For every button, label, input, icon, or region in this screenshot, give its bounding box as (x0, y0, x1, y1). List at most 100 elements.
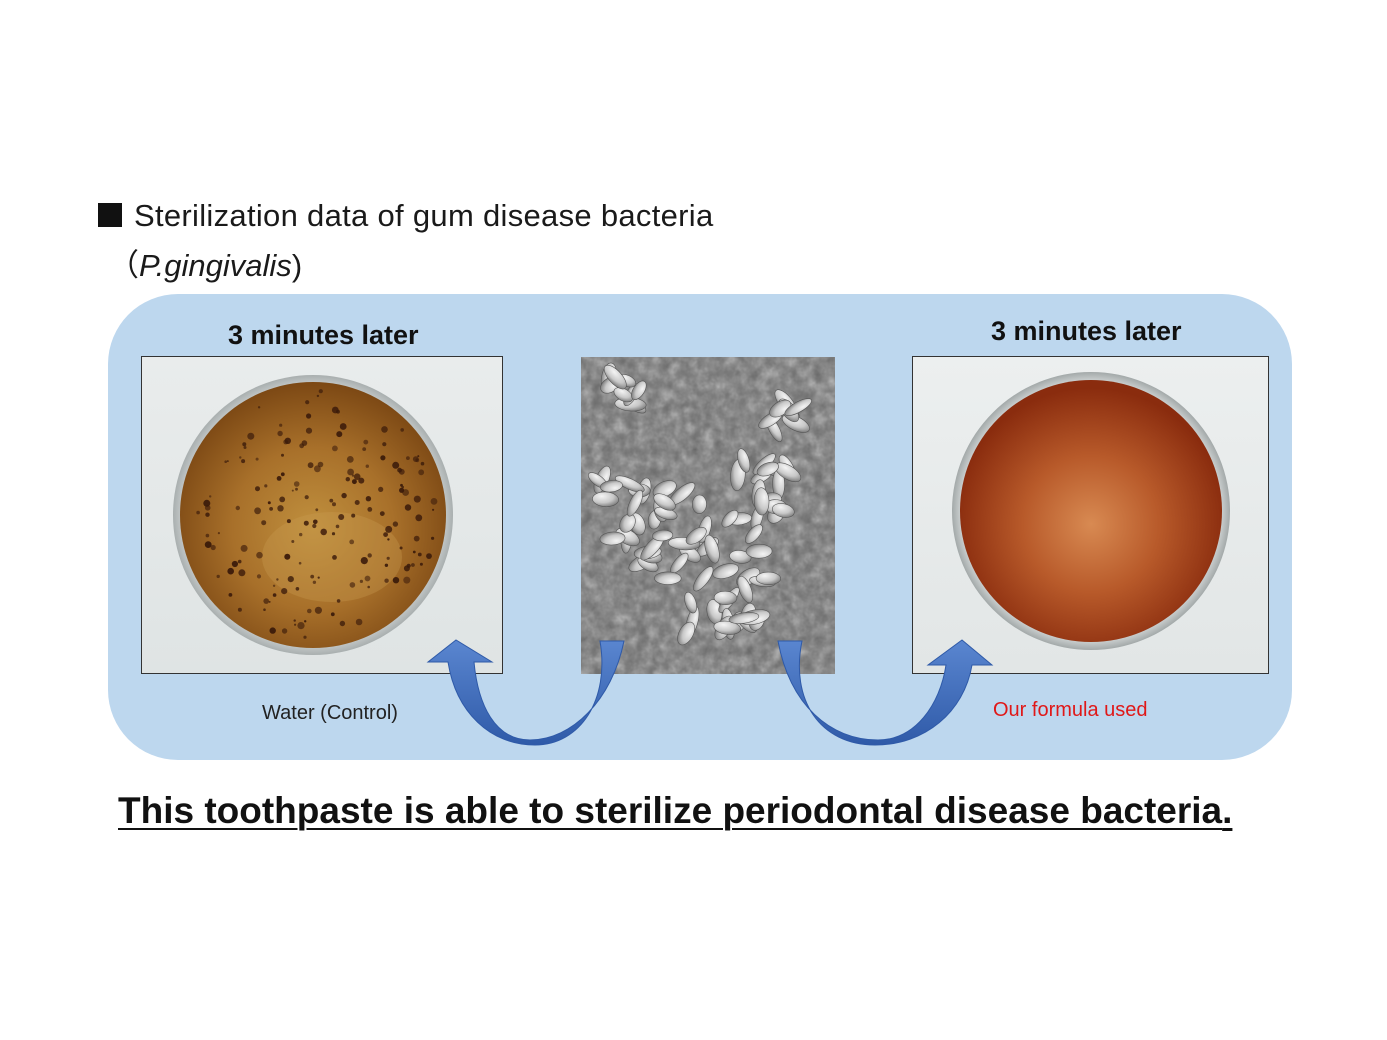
colony-dot (318, 389, 323, 394)
colony-dot (256, 574, 262, 579)
colony-dot (332, 445, 338, 452)
formula-dish-image (952, 372, 1230, 650)
colony-dot (261, 520, 267, 526)
colony-dot (240, 544, 248, 552)
colony-dot (402, 489, 409, 496)
page-heading: Sterilization data of gum disease bacter… (98, 200, 714, 231)
colony-dot (316, 394, 320, 398)
colony-dot (352, 479, 357, 485)
colony-dot (392, 521, 399, 527)
black-square-icon (98, 203, 122, 227)
colony-dot (339, 423, 347, 430)
colony-dot (312, 523, 317, 529)
bacterium-cell (737, 575, 753, 604)
bacterium-cell (693, 566, 714, 592)
bacterium-cell (652, 480, 677, 498)
colony-dot (413, 495, 421, 503)
colony-dot (276, 578, 279, 581)
colony-dot (226, 460, 229, 463)
colony-dot (276, 476, 282, 481)
colony-dot (272, 584, 276, 587)
colony-dot (293, 619, 296, 622)
colony-dot (351, 474, 355, 477)
colony-dot (307, 462, 314, 469)
colony-dot (295, 587, 300, 591)
colony-dot (345, 477, 350, 482)
colony-dot (335, 524, 340, 529)
colony-dot (257, 406, 261, 409)
conclusion-sentence: This toothpaste is able to sterilize per… (118, 790, 1223, 831)
colony-dot (237, 607, 242, 612)
colony-dot (279, 496, 286, 503)
colony-dot (399, 546, 403, 550)
bacterium-cell (737, 448, 751, 473)
bacterium-cell (755, 571, 781, 586)
colony-dot (349, 539, 355, 545)
colony-dot (303, 520, 309, 526)
bacterium-cell (756, 461, 779, 477)
colony-dot (363, 439, 369, 445)
colony-dot (209, 495, 212, 498)
colony-dot (351, 513, 356, 518)
bacterium-cell (654, 571, 682, 585)
colony-dot (267, 501, 271, 505)
bacterium-cell (713, 620, 742, 635)
bacterium-cell (691, 494, 707, 514)
colony-dot (314, 606, 322, 614)
colony-dot (354, 500, 360, 505)
colony-dot (287, 576, 294, 583)
colony-dot (338, 514, 345, 520)
colony-dot (431, 536, 435, 540)
bacterium-cell (704, 534, 720, 564)
bacterium-cell (712, 563, 739, 579)
colony-dot (310, 574, 315, 579)
colony-dot (304, 495, 309, 500)
bacterium-cell (592, 491, 619, 507)
colony-dot (286, 519, 291, 524)
colony-dot (243, 446, 247, 449)
colony-dot (227, 567, 234, 575)
colony-dot (331, 532, 336, 536)
colony-dot (387, 538, 390, 541)
colony-dot (313, 519, 318, 525)
bacterium-cell (685, 526, 707, 545)
bacterium-cell (771, 503, 795, 518)
colony-dot (196, 510, 200, 515)
formula-dish-photo (912, 356, 1269, 674)
colony-dot (281, 453, 284, 457)
colony-dot (281, 588, 288, 595)
colony-dot (291, 540, 295, 543)
colony-dot (355, 618, 363, 626)
colony-dot (263, 598, 269, 604)
colony-dot (417, 455, 420, 458)
colony-dot (242, 442, 247, 447)
colony-dot (332, 502, 336, 507)
colony-dot (217, 532, 220, 535)
control-dish-image (173, 375, 453, 655)
bacterium-cell (652, 529, 674, 542)
colony-dot (430, 498, 438, 505)
colony-dot (380, 455, 386, 461)
colony-dot (283, 439, 289, 445)
colony-dot (384, 578, 389, 583)
colony-dot (305, 427, 313, 434)
colony-dot (203, 499, 211, 507)
colony-dot (383, 532, 388, 537)
colony-dot (412, 456, 419, 462)
bacteria-sem-image (581, 357, 835, 674)
bacterium-cell (615, 475, 645, 493)
colony-dot (362, 447, 367, 451)
colony-dot (367, 585, 370, 589)
colony-dot (378, 486, 384, 492)
colony-dot (413, 535, 420, 542)
colony-dot (332, 555, 337, 560)
colony-dot (404, 504, 412, 511)
colony-dot (400, 428, 405, 432)
colony-dot (307, 608, 312, 614)
colony-dot (336, 409, 340, 414)
colony-dot (277, 505, 284, 512)
colony-dot (418, 469, 425, 476)
colony-dot (255, 486, 260, 492)
colony-dot (339, 620, 346, 627)
colony-dot (255, 457, 259, 461)
